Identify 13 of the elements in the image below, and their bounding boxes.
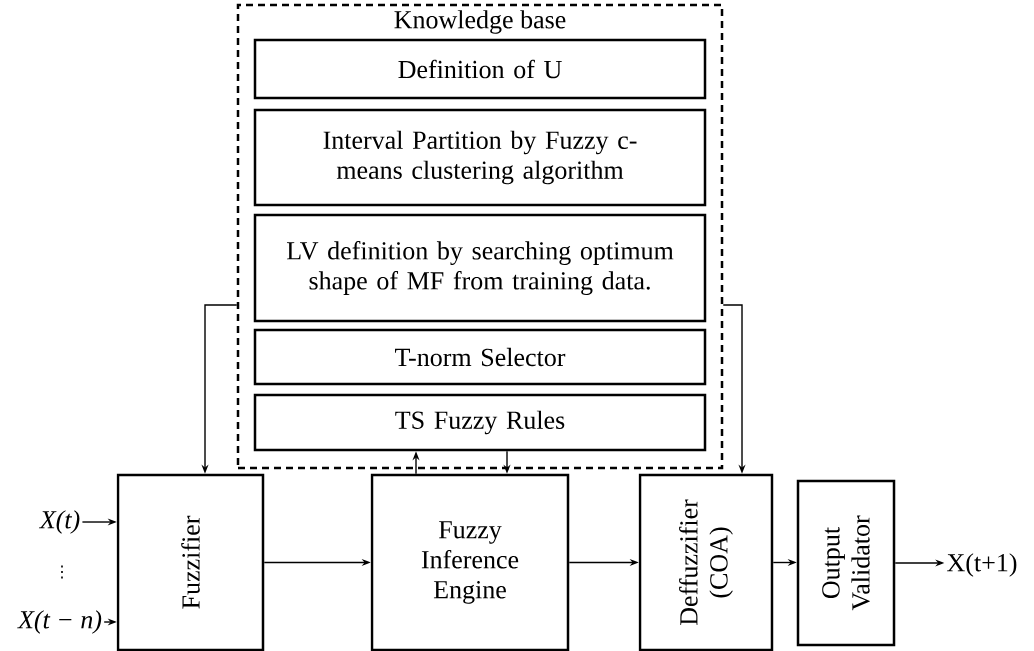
process-box: TS Fuzzy Rules [253, 393, 707, 452]
process-box: Definition of U [253, 38, 707, 100]
ellipsis-mark: ⋮ [61, 565, 63, 579]
process-box: LV definition by searching optimum shape of MF from training data. [253, 213, 707, 323]
process-box: Interval Partition by Fuzzy c-means clustering algorithm [253, 108, 707, 207]
process-box: Fuzzifier [116, 473, 265, 651]
process-box: Output Validator [796, 479, 896, 647]
process-box: Deffuzzifier (COA) [638, 473, 774, 651]
output-label: X(t+1) [947, 553, 1017, 577]
process-box: Fuzzy Inference Engine [370, 473, 570, 651]
input-label: X(t − n) [17, 610, 102, 634]
process-box: T-norm Selector [253, 328, 707, 386]
input-label: X(t) [38, 510, 80, 534]
